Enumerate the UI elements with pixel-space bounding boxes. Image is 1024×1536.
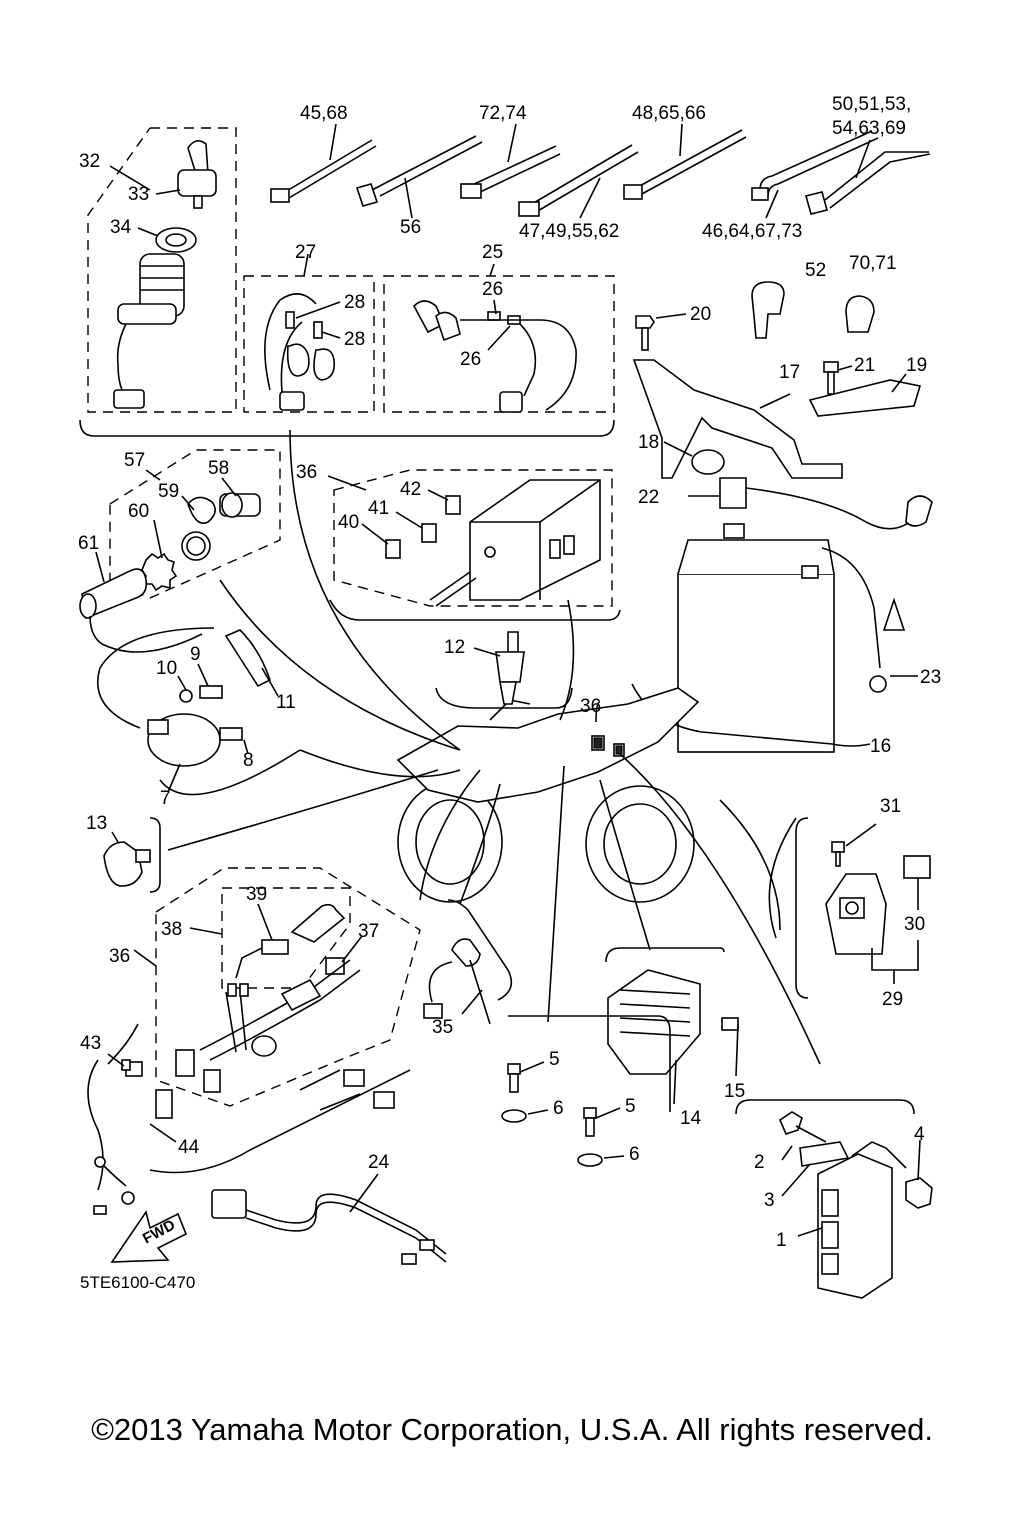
callout-57: 57: [124, 450, 145, 471]
callout-14: 14: [680, 1108, 702, 1129]
socket-group: [79, 449, 281, 653]
callout-46-64-67-73: 46,64,67,73: [702, 221, 802, 242]
harness-leaders: [167, 429, 821, 1065]
diagram-code: 5TE6100-C470: [80, 1273, 195, 1292]
callout-6b: 6: [629, 1144, 640, 1165]
callout-labels: 45,68 72,74 48,65,66 50,51,53, 54,63,69 …: [78, 94, 941, 1292]
bulb-group-25: [383, 263, 615, 413]
callout-28b: 28: [344, 329, 365, 350]
callout-16: 16: [870, 736, 891, 757]
callout-19: 19: [906, 355, 927, 376]
callout-12: 12: [444, 637, 465, 658]
sensor-13: [103, 817, 161, 893]
callout-10: 10: [156, 658, 177, 679]
callout-47-49-55-62: 47,49,55,62: [519, 221, 619, 242]
callout-41: 41: [368, 498, 389, 519]
callout-72-74: 72,74: [479, 103, 527, 124]
callout-23: 23: [920, 667, 941, 688]
relay-group: [795, 817, 931, 999]
callout-35: 35: [432, 1017, 453, 1038]
wire-harness-group: [133, 867, 421, 1107]
callout-22: 22: [638, 487, 659, 508]
callout-21: 21: [854, 355, 875, 376]
spark-plug: [435, 631, 573, 709]
callout-1: 1: [776, 1230, 787, 1251]
callout-6a: 6: [553, 1098, 564, 1119]
rectifier-regulator: [501, 947, 739, 1167]
sub-lead-24: [211, 1173, 447, 1265]
callout-26b: 26: [460, 349, 481, 370]
top-row-leaders: [329, 123, 871, 219]
callout-42: 42: [400, 479, 421, 500]
callout-30: 30: [904, 914, 925, 935]
callout-15: 15: [724, 1081, 745, 1102]
callout-40: 40: [338, 512, 359, 533]
callout-34: 34: [110, 217, 132, 238]
callout-5b: 5: [625, 1096, 636, 1117]
callout-56: 56: [400, 217, 421, 238]
callout-43: 43: [80, 1033, 101, 1054]
fuse-box-group: [327, 469, 621, 621]
callout-18: 18: [638, 432, 659, 453]
bracket-parts: [632, 281, 922, 479]
callout-36b: 36: [580, 696, 601, 717]
atv-body: [396, 687, 700, 903]
callout-54-63-69: 54,63,69: [832, 118, 906, 139]
callout-17: 17: [779, 362, 800, 383]
callout-13: 13: [86, 813, 107, 834]
callout-5a: 5: [549, 1049, 560, 1070]
callout-25: 25: [482, 242, 503, 263]
callout-7: 7: [160, 788, 171, 809]
callout-50-51-53: 50,51,53,: [832, 94, 911, 115]
callout-48-65-66: 48,65,66: [632, 103, 706, 124]
main-switch-group: [87, 127, 237, 413]
callout-70-71: 70,71: [849, 253, 897, 274]
copyright-notice: ©2013 Yamaha Motor Corporation, U.S.A. A…: [91, 1412, 933, 1447]
callout-24: 24: [368, 1152, 390, 1173]
callout-31: 31: [880, 796, 901, 817]
callout-3: 3: [764, 1190, 775, 1211]
callout-28a: 28: [344, 292, 365, 313]
callout-36c: 36: [109, 946, 130, 967]
starter-cable-35: [423, 899, 513, 1025]
ignition-coil-group: [96, 627, 301, 796]
callout-58: 58: [208, 458, 229, 479]
cable-ties-group: [270, 129, 931, 217]
callout-36a: 36: [296, 462, 317, 483]
callout-44: 44: [178, 1137, 200, 1158]
electrical-parts-diagram: 45,68 72,74 48,65,66 50,51,53, 54,63,69 …: [78, 94, 941, 1299]
earth-leads: [87, 1023, 411, 1263]
callout-26a: 26: [482, 279, 503, 300]
callout-9: 9: [190, 644, 201, 665]
callout-52: 52: [805, 260, 826, 281]
callout-59: 59: [158, 481, 179, 502]
bulb-group-27: [243, 253, 375, 413]
callout-20: 20: [690, 304, 711, 325]
callout-27: 27: [295, 242, 316, 263]
upper-group-brace: [79, 419, 615, 437]
callout-61: 61: [78, 533, 99, 554]
callout-8: 8: [243, 750, 254, 771]
callout-37: 37: [358, 921, 379, 942]
callout-11: 11: [276, 692, 296, 713]
callout-4: 4: [914, 1124, 925, 1145]
callout-39: 39: [246, 884, 267, 905]
callout-60: 60: [128, 501, 149, 522]
cdi-unit: [735, 1099, 933, 1299]
battery-group: [631, 477, 933, 753]
callout-32: 32: [79, 151, 100, 172]
callout-38: 38: [161, 919, 182, 940]
callout-45-68: 45,68: [300, 103, 348, 124]
callout-29: 29: [882, 989, 903, 1010]
callout-2: 2: [754, 1152, 765, 1173]
callout-33: 33: [128, 184, 149, 205]
